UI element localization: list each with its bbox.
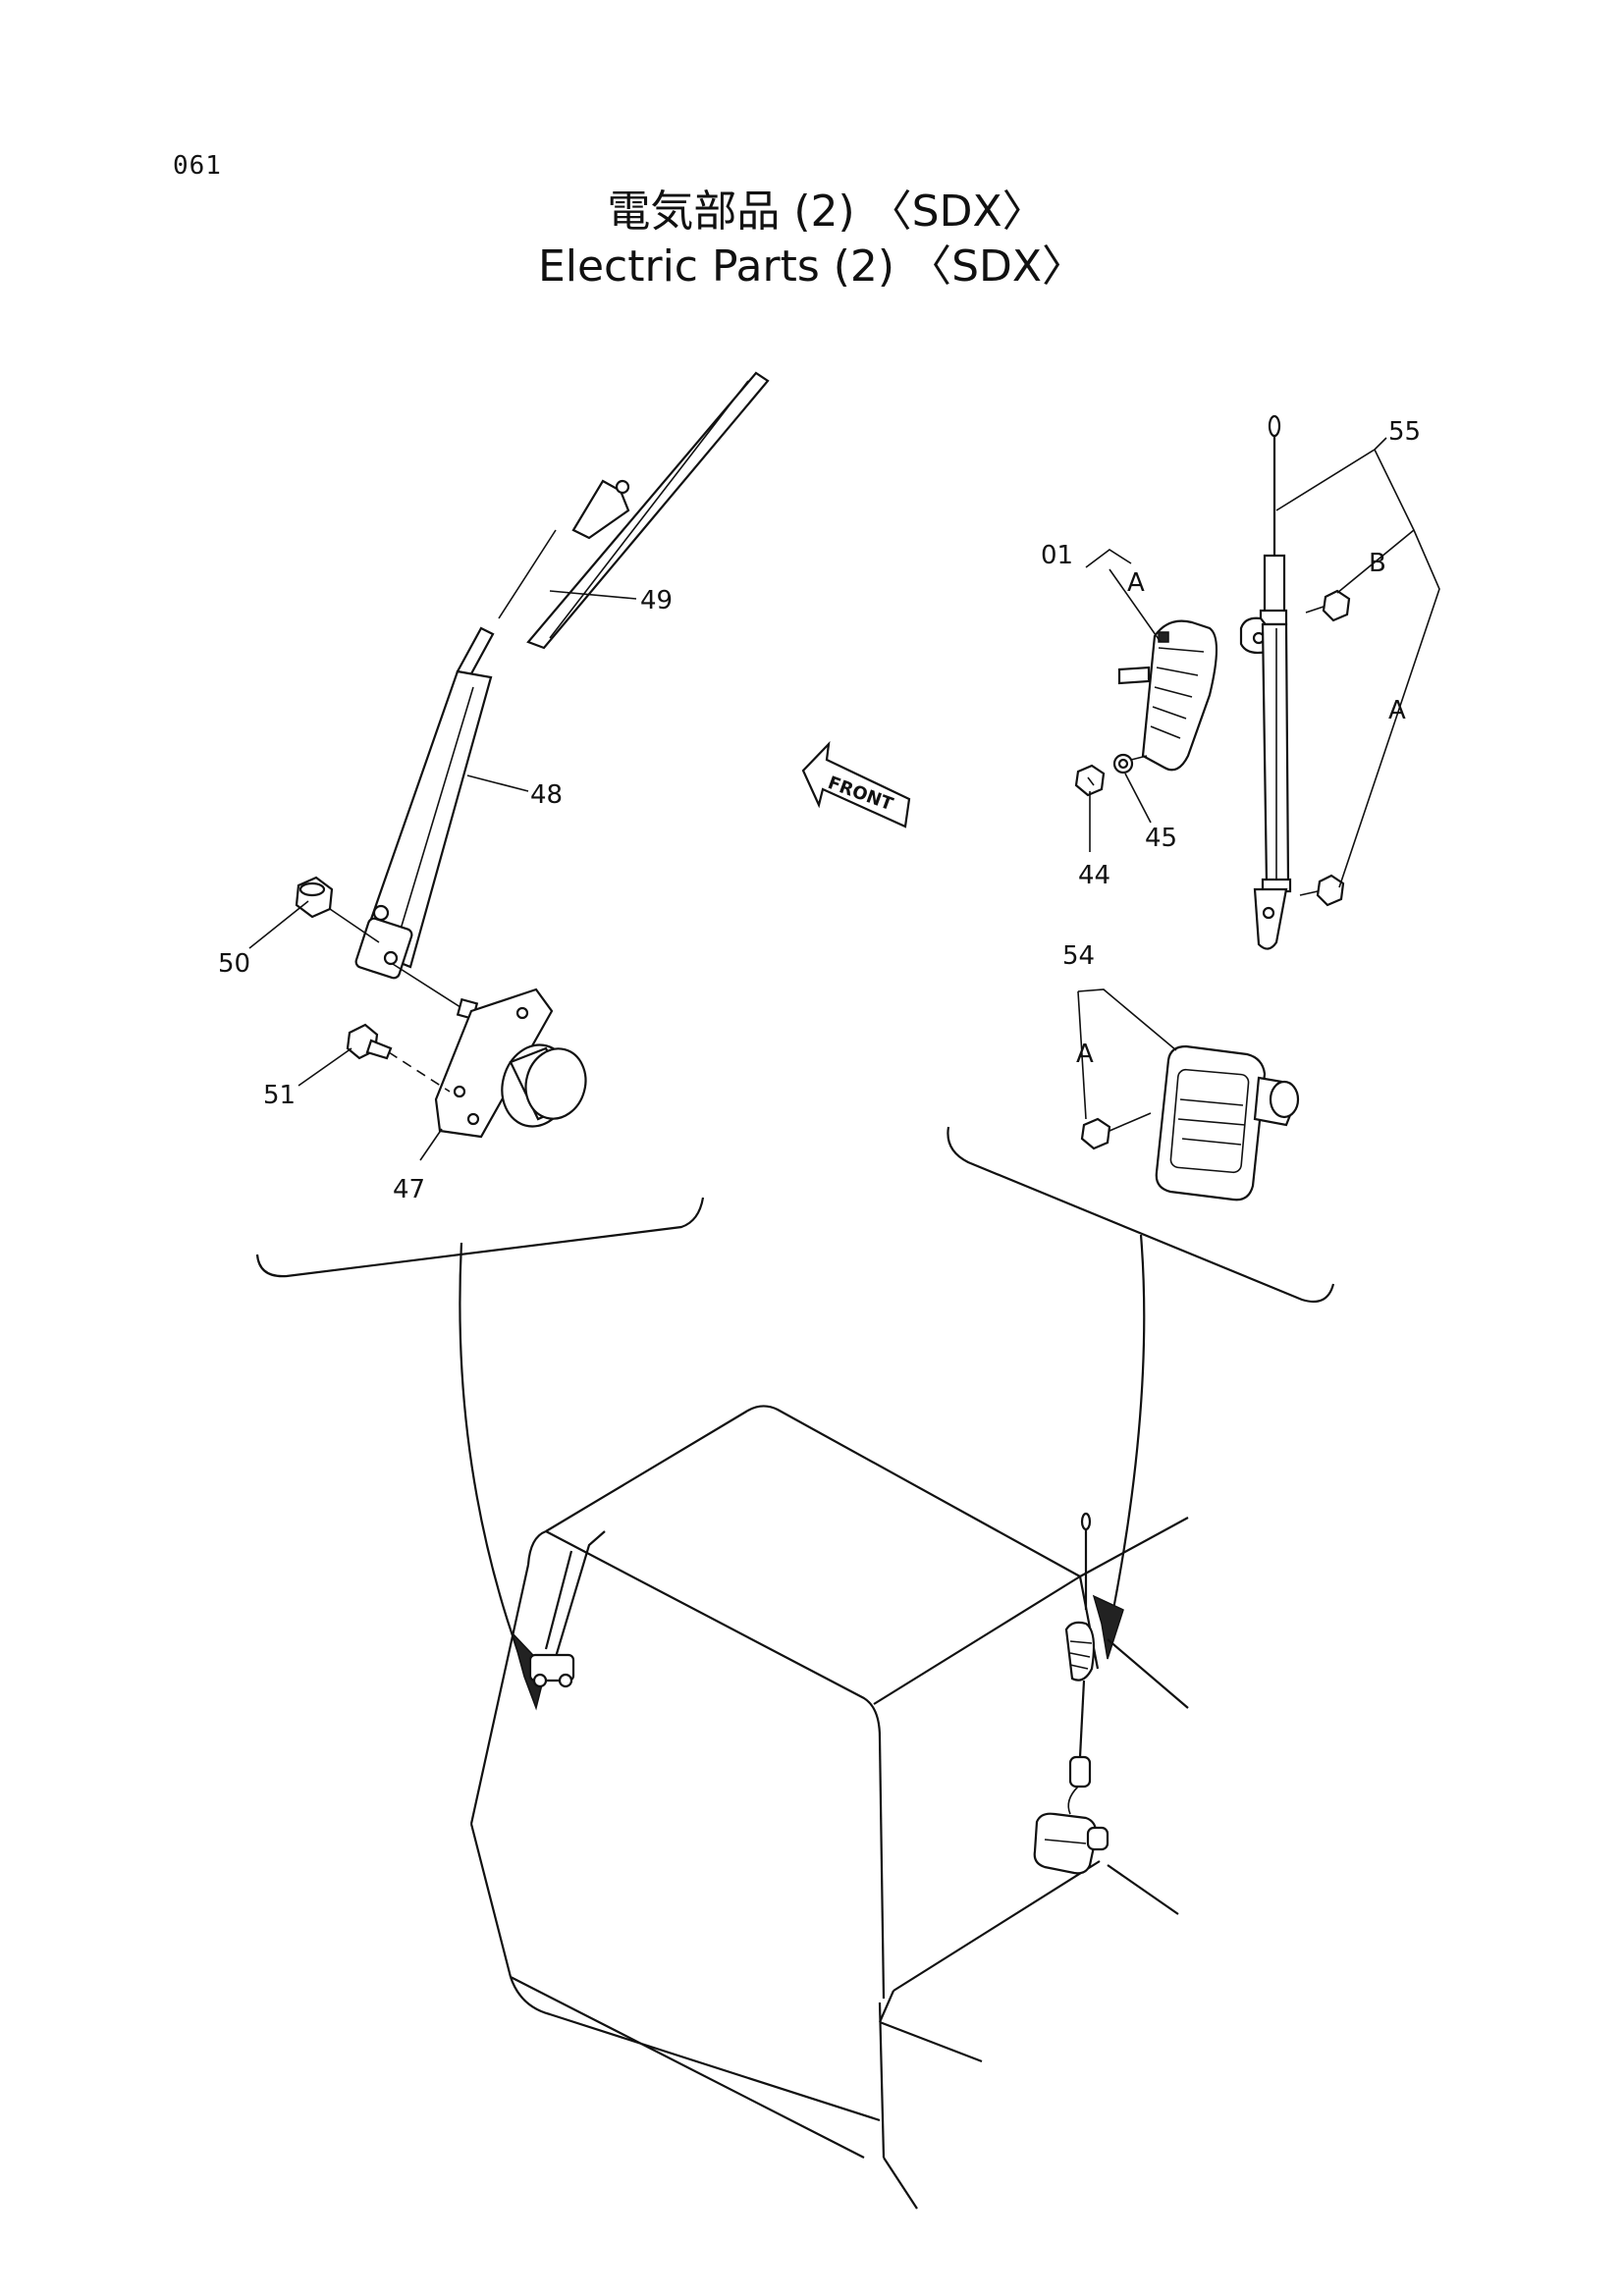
leader-01: [1109, 568, 1162, 643]
rear-lamp-screw: [1080, 1112, 1152, 1150]
callout-51: 51: [263, 1081, 296, 1110]
callout-44: 44: [1078, 861, 1110, 890]
leader-45: [1124, 773, 1152, 824]
callout-54: 54: [1062, 941, 1095, 971]
leader-51: [298, 1047, 352, 1087]
callout-a-rear: A: [1076, 1040, 1094, 1069]
callout-49: 49: [640, 586, 673, 615]
cab-outline: [469, 1405, 1189, 2210]
callout-01: 01: [1041, 541, 1073, 570]
wiper-arm: [354, 626, 495, 980]
callout-47: 47: [393, 1175, 425, 1204]
leader-48: [466, 774, 529, 792]
callout-48: 48: [530, 780, 563, 810]
leader-55: [1275, 437, 1387, 511]
callout-b: B: [1369, 549, 1386, 578]
nut-leader-line: [329, 908, 380, 943]
antenna-screw-b: [1305, 589, 1351, 622]
callout-45: 45: [1145, 824, 1177, 853]
leader-47: [419, 1128, 443, 1161]
rear-lamp: [1155, 1044, 1300, 1201]
lamp-screw: [1074, 764, 1106, 797]
right-arrow-curve: [1108, 1234, 1146, 1630]
leader-01-bracket: [1085, 549, 1132, 568]
callout-a-lamp: A: [1127, 568, 1145, 598]
leader-50: [248, 900, 309, 949]
page-number: 061: [173, 151, 222, 181]
blade-connect-line: [498, 529, 557, 619]
leader-55-a: [1338, 449, 1440, 888]
lamp-screw-line: [1130, 755, 1148, 761]
title-english: Electric Parts (2) 〈SDX〉: [537, 241, 1086, 292]
title-japanese: 電気部品 (2) 〈SDX〉: [607, 187, 1046, 237]
callout-a-antenna: A: [1388, 696, 1406, 725]
leader-55-b: [1336, 529, 1415, 594]
leader-49: [549, 590, 637, 600]
wiper-nut: [295, 876, 334, 919]
leader-54-a: [1077, 990, 1087, 1120]
left-arrow-curve: [459, 1242, 528, 1676]
leader-54: [1077, 988, 1177, 1051]
callout-55: 55: [1388, 417, 1421, 447]
cab-antenna-lamps: [1033, 1512, 1109, 1875]
bolt-dashed-line: [388, 1051, 451, 1093]
cab-wiper: [528, 1530, 606, 1688]
callout-50: 50: [218, 949, 250, 979]
front-arrow: FRONT: [801, 740, 911, 828]
antenna-screw-a: [1299, 874, 1345, 907]
wiper-blade: [526, 371, 770, 650]
right-arrowhead: [1092, 1594, 1124, 1660]
wiper-motor: [392, 963, 587, 1139]
left-group-bracket: [255, 1197, 705, 1278]
right-group-bracket: [947, 1126, 1335, 1304]
wiper-bolt: [346, 1023, 393, 1060]
antenna: [1239, 414, 1292, 950]
lamp-washer: [1112, 753, 1134, 774]
side-lamp: [1117, 619, 1218, 772]
title-block: 電気部品 (2) 〈SDX〉 Electric Parts (2) 〈SDX〉: [0, 185, 1623, 294]
